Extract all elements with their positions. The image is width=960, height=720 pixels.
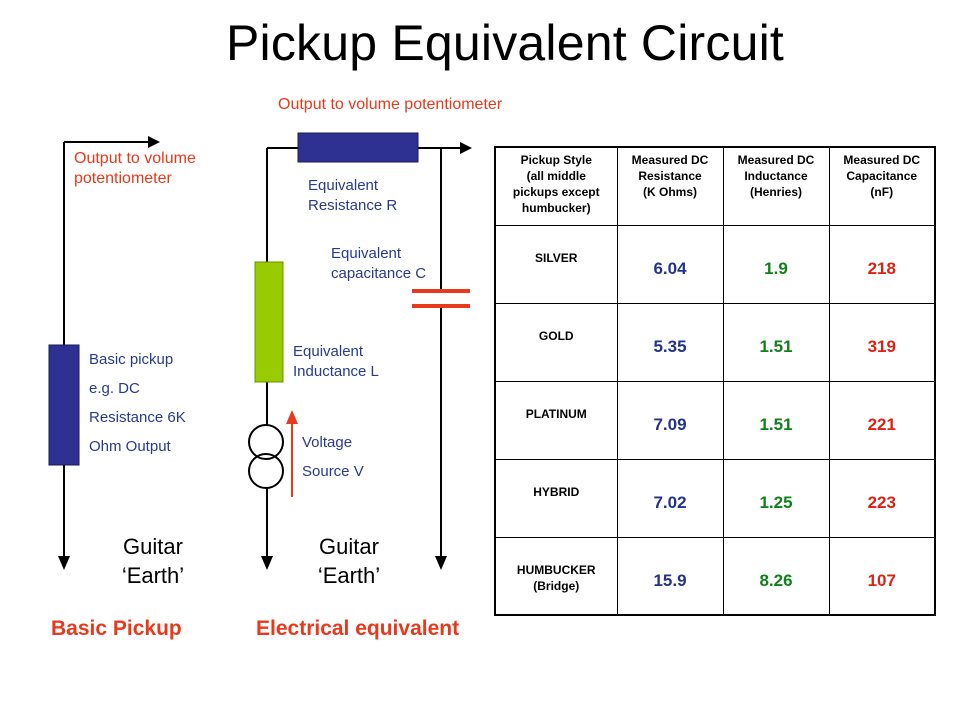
basic-output-label-line1: Output to volume: [74, 150, 196, 167]
table-row: HYBRID 7.02 1.25 223: [494, 458, 936, 538]
basic-pickup-block: [48, 344, 80, 466]
pickup-name-cell: GOLD: [494, 302, 618, 382]
basic-pickup-line: Resistance 6K: [89, 409, 186, 426]
basic-pickup-caption: Basic Pickup: [51, 617, 182, 640]
table-row: PLATINUM 7.09 1.51 221: [494, 380, 936, 460]
basic-output-label-line2: potentiometer: [74, 170, 172, 187]
pickup-measurements-table: Pickup Style (all middle pickups except …: [494, 146, 936, 616]
equivalent-earth-label: Guitar ‘Earth’: [296, 532, 402, 590]
basic-output-label: Output to volume potentiometer: [74, 149, 196, 189]
voltage-source-v: [248, 424, 284, 489]
header-line: Measured DC: [843, 153, 921, 167]
inductance-label-line2: Inductance L: [293, 363, 379, 380]
resistance-cell: 15.9: [616, 536, 724, 616]
basic-pickup-line: Ohm Output: [89, 438, 171, 455]
header-line: Measured DC: [631, 153, 709, 167]
pickup-name-cell: HYBRID: [494, 458, 618, 538]
equivalent-wire: [266, 147, 460, 560]
header-line: pickups except: [512, 185, 600, 199]
resistance-cell: 6.04: [616, 224, 724, 304]
equivalent-earth-arrow-right: [435, 556, 447, 570]
header-line: Measured DC: [737, 153, 815, 167]
header-line: (K Ohms): [643, 185, 697, 199]
resistor-r: [297, 132, 419, 163]
header-pickup-style: Pickup Style (all middle pickups except …: [494, 146, 618, 226]
capacitance-cell: 221: [828, 380, 936, 460]
equivalent-earth-line2: ‘Earth’: [317, 563, 381, 588]
header-line: (all middle: [526, 169, 586, 183]
basic-earth-label: Guitar ‘Earth’: [100, 532, 206, 590]
basic-output-arrow: [148, 136, 160, 148]
basic-earth-arrow: [58, 556, 70, 570]
table-row: HUMBUCKER (Bridge) 15.9 8.26 107: [494, 536, 936, 616]
header-line: Resistance: [638, 169, 702, 183]
inductor-l: [254, 261, 284, 383]
table-header-row: Pickup Style (all middle pickups except …: [494, 146, 936, 226]
capacitance-label-line1: Equivalent: [331, 245, 402, 262]
header-line: Pickup Style: [520, 153, 592, 167]
equivalent-earth-line1: Guitar: [319, 534, 379, 559]
resistance-label-line1: Equivalent: [308, 177, 379, 194]
inductance-cell: 1.51: [722, 302, 830, 382]
header-line: (Henries): [749, 185, 802, 199]
table-row: SILVER 6.04 1.9 218: [494, 224, 936, 304]
capacitance-cell: 223: [828, 458, 936, 538]
inductance-label: Equivalent Inductance L: [293, 342, 379, 382]
resistance-cell: 7.09: [616, 380, 724, 460]
inductance-cell: 1.9: [722, 224, 830, 304]
capacitor-c: [412, 289, 470, 308]
voltage-direction-arrow: [286, 410, 298, 497]
basic-pickup-line: e.g. DC: [89, 380, 140, 397]
inductance-cell: 1.25: [722, 458, 830, 538]
pickup-name: HYBRID: [533, 484, 580, 499]
header-line: humbucker): [521, 201, 591, 215]
header-line: Inductance: [744, 169, 808, 183]
pickup-name: SILVER: [535, 250, 578, 265]
header-resistance: Measured DC Resistance (K Ohms): [616, 146, 724, 226]
pickup-name: GOLD: [538, 328, 574, 343]
pickup-name-sub: (Bridge): [533, 578, 580, 593]
inductance-label-line1: Equivalent: [293, 343, 364, 360]
resistance-label-line2: Resistance R: [308, 197, 398, 214]
equivalent-output-label: Output to volume potentiometer: [278, 96, 503, 113]
voltage-label-line1: Voltage: [302, 434, 353, 451]
inductance-cell: 1.51: [722, 380, 830, 460]
pickup-name: PLATINUM: [525, 406, 587, 421]
capacitance-cell: 218: [828, 224, 936, 304]
equivalent-output-arrow: [460, 142, 472, 154]
header-capacitance: Measured DC Capacitance (nF): [828, 146, 936, 226]
pickup-name: HUMBUCKER: [516, 562, 596, 577]
voltage-label: Voltage Source V: [302, 428, 364, 486]
capacitance-cell: 107: [828, 536, 936, 616]
table-row: GOLD 5.35 1.51 319: [494, 302, 936, 382]
equivalent-earth-arrow-left: [261, 556, 273, 570]
capacitance-label: Equivalent capacitance C: [331, 244, 426, 284]
capacitance-cell: 319: [828, 302, 936, 382]
header-line: (nF): [870, 185, 894, 199]
basic-pickup-line: Basic pickup: [89, 351, 174, 368]
pickup-name-cell: HUMBUCKER (Bridge): [494, 536, 618, 616]
capacitance-label-line2: capacitance C: [331, 265, 427, 282]
voltage-label-line2: Source V: [302, 463, 364, 480]
inductance-cell: 8.26: [722, 536, 830, 616]
page-title: Pickup Equivalent Circuit: [225, 15, 785, 71]
resistance-cell: 5.35: [616, 302, 724, 382]
resistance-cell: 7.02: [616, 458, 724, 538]
header-inductance: Measured DC Inductance (Henries): [722, 146, 830, 226]
header-line: Capacitance: [846, 169, 918, 183]
equivalent-caption: Electrical equivalent: [256, 617, 460, 640]
resistance-label: Equivalent Resistance R: [308, 176, 397, 216]
basic-earth-line1: Guitar: [123, 534, 183, 559]
pickup-name-cell: PLATINUM: [494, 380, 618, 460]
pickup-name-cell: SILVER: [494, 224, 618, 304]
basic-earth-line2: ‘Earth’: [121, 563, 185, 588]
basic-pickup-description: Basic pickup e.g. DC Resistance 6K Ohm O…: [89, 345, 186, 461]
